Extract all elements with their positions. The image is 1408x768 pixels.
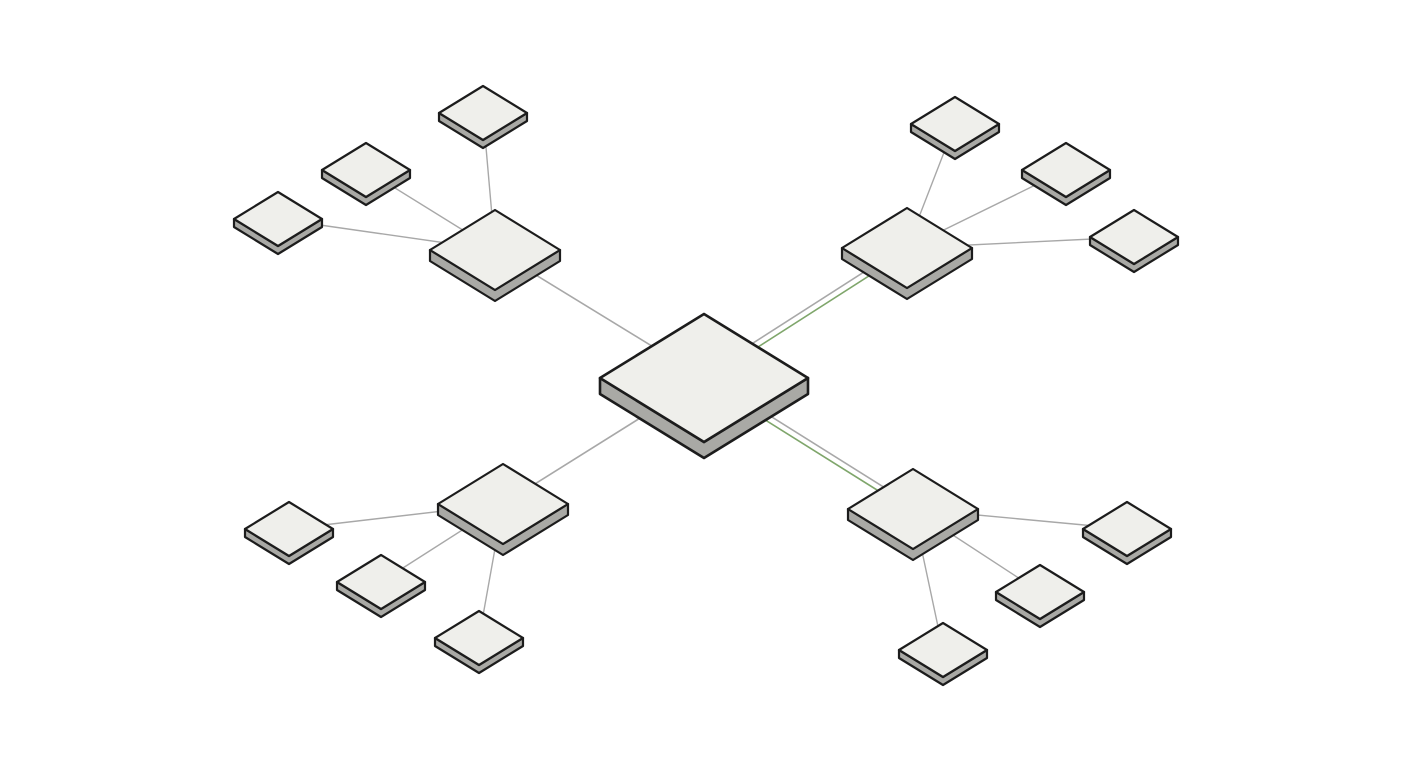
node-top-face	[897, 621, 989, 679]
node-top-face	[437, 84, 529, 142]
node-top-face	[436, 462, 570, 546]
hub-node[interactable]	[598, 312, 810, 460]
node-ne-2[interactable]	[1020, 141, 1112, 207]
node-se[interactable]	[846, 467, 980, 562]
node-sw-1[interactable]	[243, 500, 335, 566]
node-top-face	[243, 500, 335, 558]
node-se-3[interactable]	[897, 621, 989, 687]
node-top-face	[994, 563, 1086, 621]
node-top-face	[909, 95, 1001, 153]
node-sw[interactable]	[436, 462, 570, 557]
node-sw-2[interactable]	[335, 553, 427, 619]
node-layer	[232, 84, 1180, 687]
node-ne-1[interactable]	[909, 95, 1001, 161]
node-top-face	[428, 208, 562, 292]
node-ne[interactable]	[840, 206, 974, 301]
node-top-face	[335, 553, 427, 611]
node-nw-2[interactable]	[320, 141, 412, 207]
node-top-face	[598, 312, 810, 444]
node-top-face	[1088, 208, 1180, 266]
node-nw[interactable]	[428, 208, 562, 303]
node-top-face	[1081, 500, 1173, 558]
node-se-1[interactable]	[1081, 500, 1173, 566]
node-top-face	[846, 467, 980, 551]
node-top-face	[232, 190, 324, 248]
node-top-face	[433, 609, 525, 667]
node-nw-1[interactable]	[437, 84, 529, 150]
node-se-2[interactable]	[994, 563, 1086, 629]
node-ne-3[interactable]	[1088, 208, 1180, 274]
node-nw-3[interactable]	[232, 190, 324, 256]
node-top-face	[840, 206, 974, 290]
node-sw-3[interactable]	[433, 609, 525, 675]
node-top-face	[320, 141, 412, 199]
node-top-face	[1020, 141, 1112, 199]
